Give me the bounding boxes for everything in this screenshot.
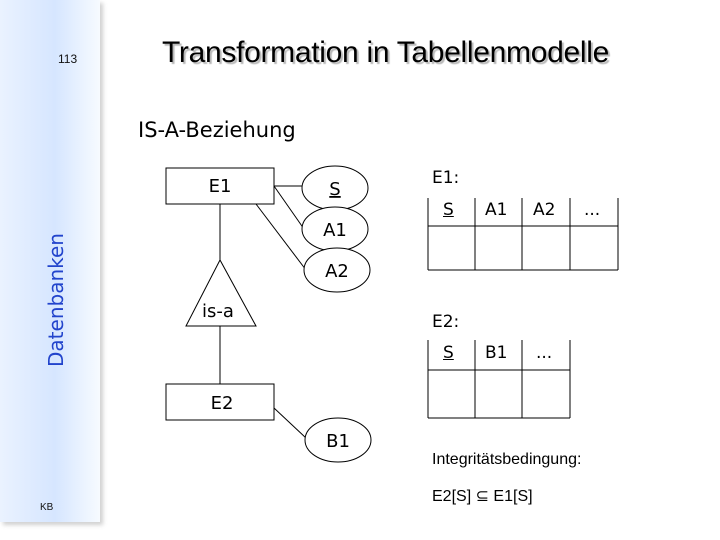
sidebar-band [0,0,100,522]
table-e1-title: E1: [432,168,460,188]
page-title: Transformation in Tabellenmodelle [162,36,610,69]
entity-e1-box [165,167,275,205]
edge-e1-a1 [273,185,305,230]
table-e1-header-s: S [443,200,454,220]
table-e1-header-a2: A2 [533,200,556,220]
attribute-a2 [303,247,371,293]
entity-e2-box [165,383,275,421]
attribute-a2-label: A2 [325,261,349,282]
constraint-label: Integritätsbedingung: [432,451,582,468]
footer-initials: KB [40,502,54,513]
table-e2-header-more: ... [536,343,553,363]
table-e1-grid [427,198,619,271]
table-e1-header-more: ... [584,200,601,220]
entity-e2-label: E2 [211,393,234,414]
attribute-a1-label: A1 [323,220,347,241]
table-e2-header-b1: B1 [485,343,508,363]
attribute-b1-label: B1 [326,431,350,452]
attribute-b1 [304,417,372,463]
edge-e2-b1 [273,407,307,439]
table-e1-header-a1: A1 [485,200,508,220]
attribute-s-label: S [329,179,340,200]
edge-e1-a2 [255,203,307,271]
isa-label: is-a [202,301,234,322]
table-e2-grid [427,340,571,419]
table-e2-header-s: S [443,343,454,363]
slide-number: 113 [58,52,78,66]
constraint-formula: E2[S] ⊆ E1[S] [432,488,533,505]
isa-triangle [185,258,257,327]
section-subtitle: IS-A-Beziehung [138,118,296,142]
table-e2-title: E2: [432,312,460,332]
entity-e1-label: E1 [209,176,232,197]
